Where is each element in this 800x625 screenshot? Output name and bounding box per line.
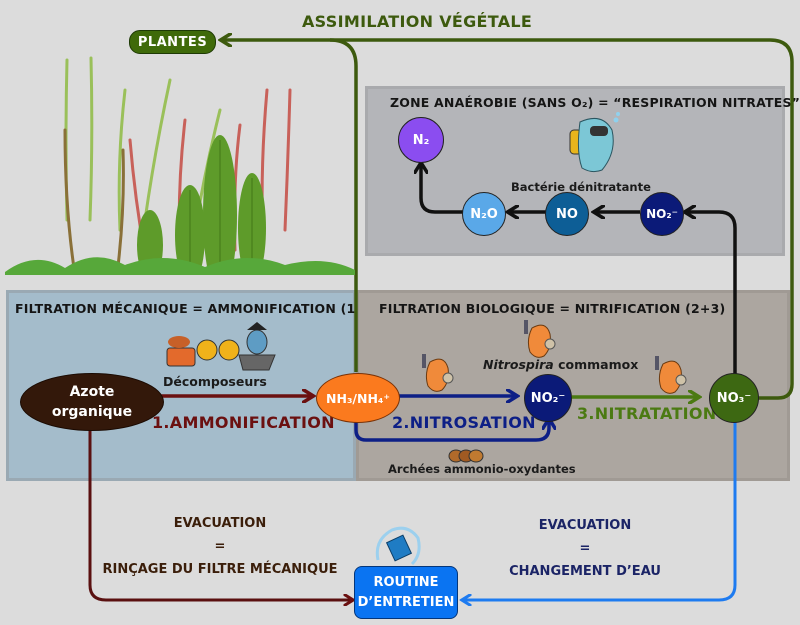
denitrification-arrow: [686, 212, 737, 376]
nitrite-node: NO₂⁻: [524, 374, 572, 422]
evacuation-right-text: EVACUATION = CHANGEMENT D’EAU: [490, 514, 680, 583]
n2o-node: N₂O: [462, 192, 506, 236]
archaea-nitrosation-arrow: [354, 410, 549, 442]
ammonia-node: NH₃/NH₄⁺: [316, 373, 400, 423]
archaea-icon: [448, 449, 484, 463]
denitrifier-label: Bactérie dénitratante: [511, 180, 651, 194]
evacuation-left-arrow: [88, 413, 352, 600]
nitrobacter-icon: [655, 356, 687, 394]
comammox-species: commamox: [553, 357, 639, 372]
mechanical-zone-title: FILTRATION MÉCANIQUE = AMMONIFICATION (1…: [15, 301, 362, 316]
anaerobic-zone-title: ZONE ANAÉROBIE (SANS O₂) = “RESPIRATION …: [390, 95, 800, 110]
evacuation-right-title: EVACUATION: [538, 518, 632, 533]
decomposers-label: Décomposeurs: [163, 374, 267, 389]
assimilation-branch-nh3: [329, 38, 358, 372]
nitrate-node: NO₃⁻: [709, 373, 759, 423]
organic-nitrogen-line1: Azote: [69, 384, 115, 400]
routine-line1: ROUTINE: [373, 574, 439, 590]
organic-nitrogen-line2: organique: [51, 404, 133, 420]
evacuation-right-equals: =: [579, 541, 591, 556]
assimilation-arrow: [222, 40, 794, 400]
water-splash-icon: [375, 526, 421, 566]
nitrosation-step-label: 2.NITROSATION: [392, 413, 536, 432]
ammonification-step-label: 1.AMMONIFICATION: [152, 413, 335, 432]
no2-denit-node: NO₂⁻: [640, 192, 684, 236]
comammox-genus: Nitrospira: [483, 357, 554, 372]
routine-line2: D’ENTRETIEN: [357, 594, 455, 610]
no-node: NO: [545, 192, 589, 236]
organic-nitrogen-node: Azote organique: [20, 373, 164, 431]
maintenance-routine-node: ROUTINE D’ENTRETIEN: [354, 566, 458, 619]
evacuation-left-desc: RINÇAGE DU FILTRE MÉCANIQUE: [102, 562, 338, 577]
evacuation-left-title: EVACUATION: [173, 516, 267, 531]
nitratation-step-label: 3.NITRATATION: [577, 404, 717, 423]
evacuation-right-desc: CHANGEMENT D’EAU: [509, 564, 661, 579]
nitrosomonas-icon: [422, 354, 454, 392]
evacuation-left-equals: =: [214, 539, 226, 554]
decomposers-icon: [166, 322, 276, 371]
comammox-icon: [524, 320, 556, 358]
n2o-to-n2-arrow: [421, 164, 463, 214]
evacuation-left-text: EVACUATION = RINÇAGE DU FILTRE MÉCANIQUE: [100, 512, 340, 581]
n2-node: N₂: [398, 117, 444, 163]
archaea-label: Archées ammonio-oxydantes: [388, 462, 576, 476]
aquatic-plants-illustration: [5, 56, 355, 275]
evacuation-right-arrow: [463, 420, 737, 600]
plantes-node: PLANTES: [129, 30, 216, 54]
comammox-label: Nitrospira commamox: [483, 357, 638, 372]
denitrifying-bacteria-icon: [569, 112, 620, 173]
assimilation-label: ASSIMILATION VÉGÉTALE: [302, 12, 533, 31]
biological-zone-title: FILTRATION BIOLOGIQUE = NITRIFICATION (2…: [379, 301, 726, 316]
